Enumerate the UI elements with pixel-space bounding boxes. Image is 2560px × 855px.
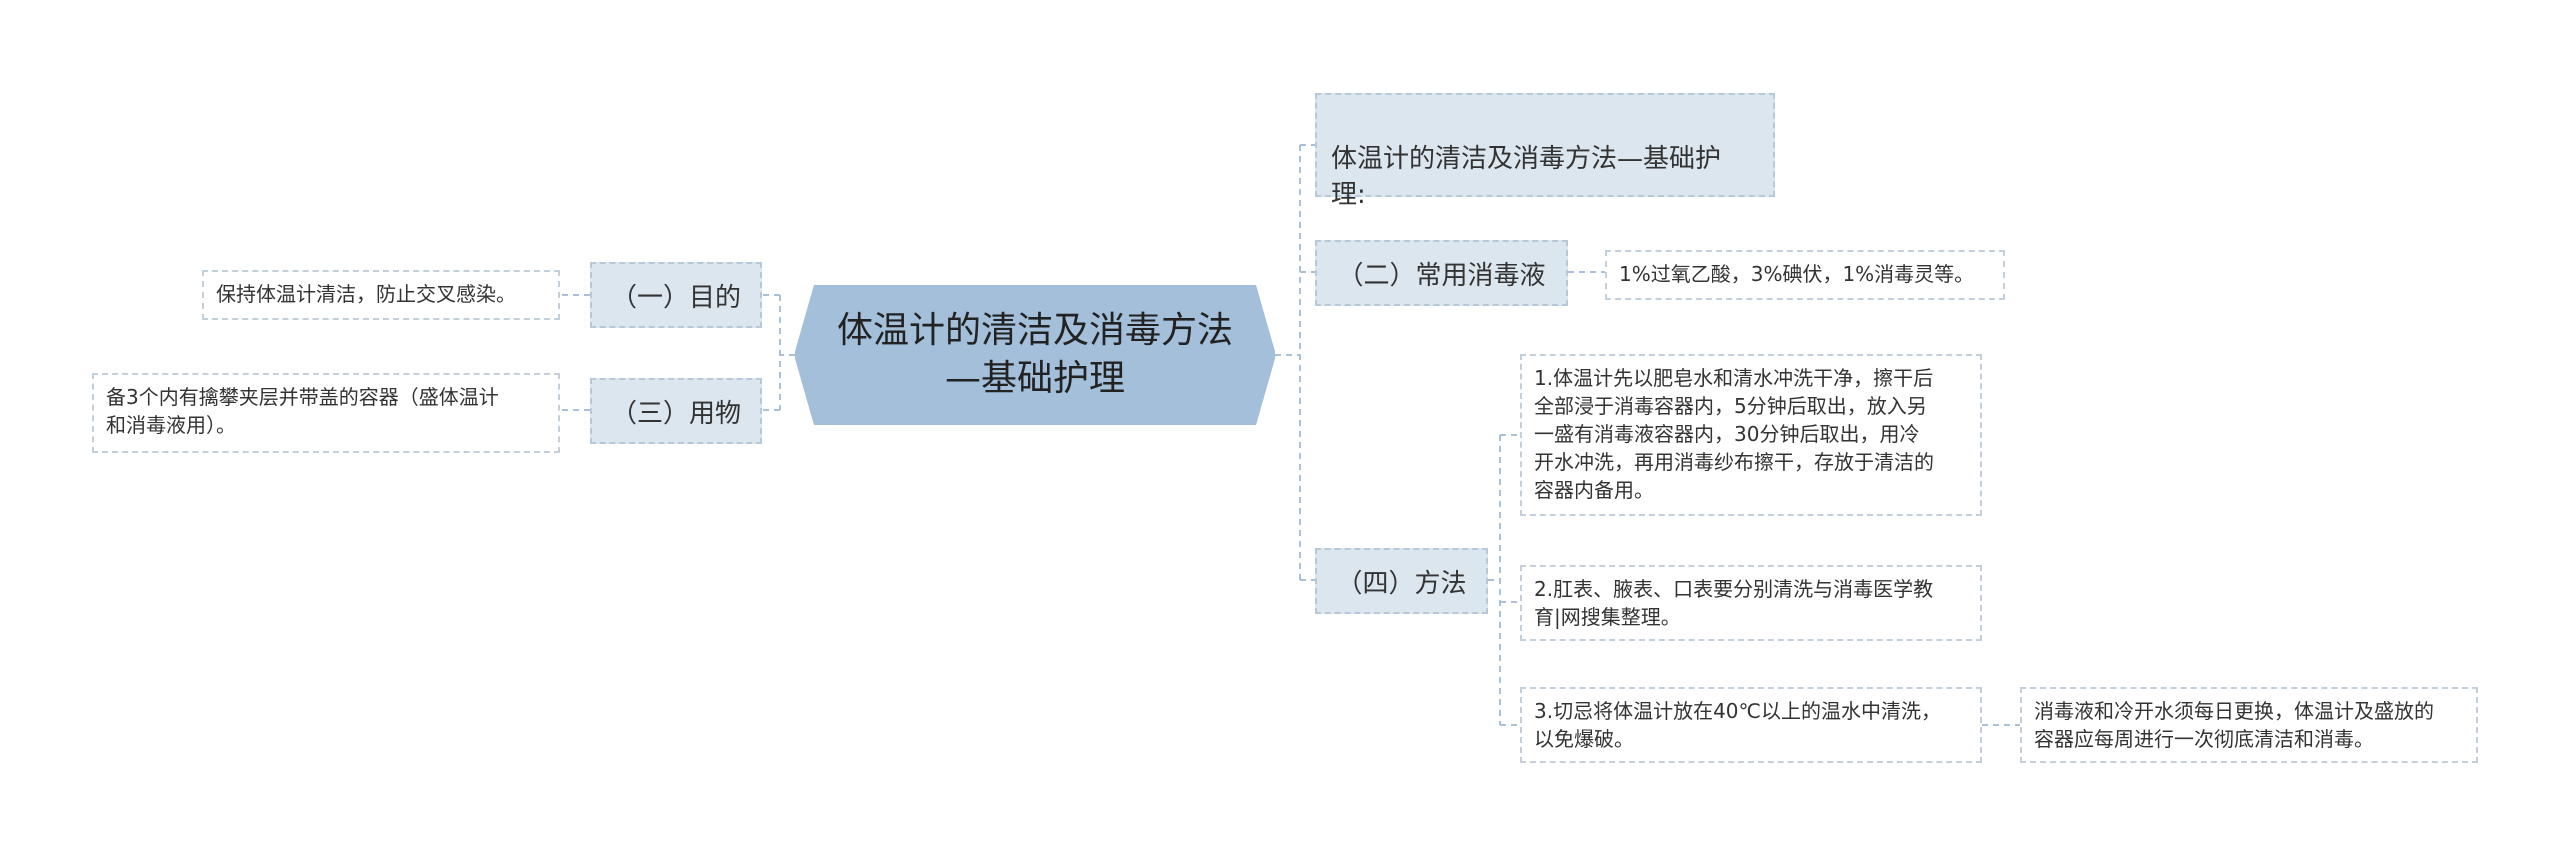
top-note-node[interactable]: 体温计的清洁及消毒方法—基础护 理: bbox=[1315, 93, 1775, 210]
branch-method[interactable]: （四）方法 bbox=[1315, 548, 1488, 614]
root-node[interactable]: 体温计的清洁及消毒方法 —基础护理 bbox=[795, 285, 1275, 425]
method-step-1[interactable]: 1.体温计先以肥皂水和清水冲洗干净，擦干后 全部浸于消毒容器内，5分钟后取出，放… bbox=[1520, 354, 1982, 516]
root-title: 体温计的清洁及消毒方法 —基础护理 bbox=[836, 310, 1233, 399]
leaf-disinfectant-text: 1%过氧乙酸，3%碘伏，1%消毒灵等。 bbox=[1619, 262, 1975, 286]
method-step-1-text: 1.体温计先以肥皂水和清水冲洗干净，擦干后 全部浸于消毒容器内，5分钟后取出，放… bbox=[1534, 366, 1934, 502]
root-shape bbox=[795, 285, 1275, 425]
leaf-supplies[interactable]: 备3个内有擒攀夹层并带盖的容器（盛体温计 和消毒液用）。 bbox=[92, 373, 560, 453]
branch-supplies-label: （三）用物 bbox=[610, 398, 741, 429]
method-step-3-note[interactable]: 消毒液和冷开水须每日更换，体温计及盛放的 容器应每周进行一次彻底清洁和消毒。 bbox=[2020, 687, 2478, 763]
leaf-supplies-text: 备3个内有擒攀夹层并带盖的容器（盛体温计 和消毒液用）。 bbox=[106, 385, 499, 437]
branch-purpose-label: （一）目的 bbox=[610, 282, 741, 313]
branch-disinfectant-label: （二）常用消毒液 bbox=[1337, 260, 1546, 291]
branch-method-label: （四）方法 bbox=[1336, 568, 1467, 599]
leaf-purpose[interactable]: 保持体温计清洁，防止交叉感染。 bbox=[202, 270, 560, 320]
leaf-purpose-text: 保持体温计清洁，防止交叉感染。 bbox=[216, 282, 516, 306]
method-step-3[interactable]: 3.切忌将体温计放在40℃以上的温水中清洗， 以免爆破。 bbox=[1520, 687, 1982, 763]
branch-disinfectant[interactable]: （二）常用消毒液 bbox=[1315, 240, 1568, 306]
leaf-disinfectant[interactable]: 1%过氧乙酸，3%碘伏，1%消毒灵等。 bbox=[1605, 250, 2005, 300]
method-step-2[interactable]: 2.肛表、腋表、口表要分别清洗与消毒医学教 育|网搜集整理。 bbox=[1520, 565, 1982, 641]
top-note-text: 体温计的清洁及消毒方法—基础护 理: bbox=[1331, 144, 1722, 210]
branch-supplies[interactable]: （三）用物 bbox=[590, 378, 762, 444]
method-step-3-text: 3.切忌将体温计放在40℃以上的温水中清洗， 以免爆破。 bbox=[1534, 699, 1941, 751]
method-step-3-note-text: 消毒液和冷开水须每日更换，体温计及盛放的 容器应每周进行一次彻底清洁和消毒。 bbox=[2034, 699, 2434, 751]
method-step-2-text: 2.肛表、腋表、口表要分别清洗与消毒医学教 育|网搜集整理。 bbox=[1534, 577, 1934, 629]
branch-purpose[interactable]: （一）目的 bbox=[590, 262, 762, 328]
